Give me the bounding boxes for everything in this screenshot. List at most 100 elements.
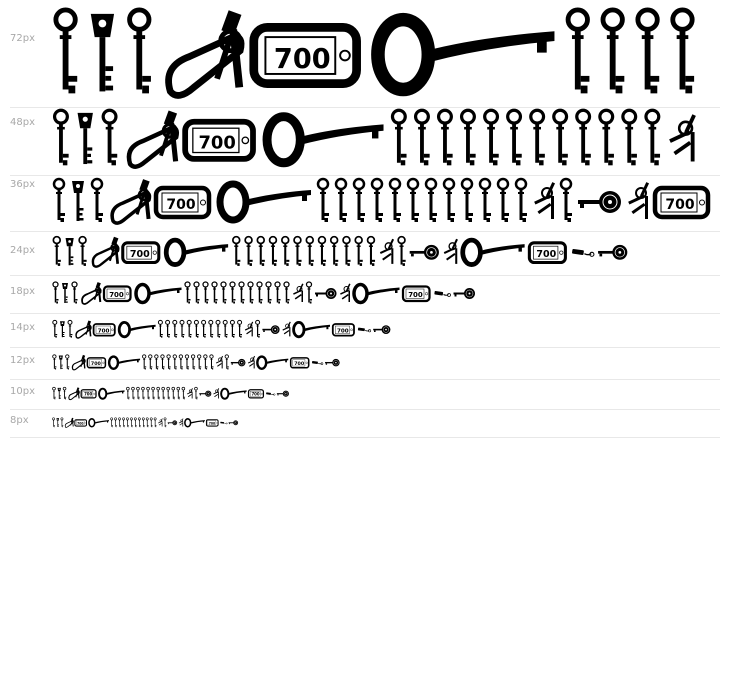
skeleton-key-glyph <box>209 354 214 370</box>
skeleton-key-glyph <box>148 354 153 370</box>
key-tag-glyph: 700 <box>182 118 256 162</box>
skeleton-key-glyph <box>305 281 313 304</box>
skeleton-key-glyph <box>229 319 235 338</box>
skeleton-key-glyph <box>575 108 592 166</box>
padlock-key-glyph <box>60 321 65 338</box>
skeleton-key-glyph <box>71 281 78 304</box>
size-label: 48px <box>10 117 35 128</box>
skeleton-key-glyph <box>65 354 70 370</box>
skeleton-key-glyph <box>157 319 163 338</box>
skeleton-key-glyph <box>274 281 281 304</box>
skeleton-key-glyph <box>483 108 500 166</box>
key-bunch-glyph <box>244 321 254 337</box>
large-key-glyph <box>134 282 182 305</box>
skeleton-key-glyph <box>598 108 615 166</box>
key-chain-glyph <box>266 392 276 396</box>
padlock-key-glyph <box>77 112 93 165</box>
glyph-strip: 700 700 <box>50 275 720 313</box>
skeleton-key-glyph <box>90 177 104 222</box>
carabiner-keyring-glyph <box>110 179 152 225</box>
skeleton-key-glyph <box>244 235 253 266</box>
ornate-key-glyph <box>199 390 212 397</box>
ornate-key-glyph <box>373 325 391 334</box>
large-key-glyph <box>292 321 330 339</box>
ornate-key-glyph <box>409 244 439 260</box>
svg-text:700: 700 <box>337 328 349 334</box>
skeleton-key-glyph <box>316 177 330 222</box>
skeleton-key-glyph <box>142 354 147 370</box>
waterfall-row-48px: 48px 700 <box>10 107 720 176</box>
skeleton-key-glyph <box>334 177 348 222</box>
carabiner-keyring-glyph <box>68 387 80 401</box>
skeleton-key-glyph <box>565 7 590 94</box>
svg-text:700: 700 <box>536 249 556 260</box>
glyph-svg: 700 <box>53 7 695 99</box>
ornate-key-glyph <box>598 244 628 260</box>
skeleton-key-glyph <box>181 386 186 400</box>
large-key-glyph <box>220 387 247 400</box>
key-chain-glyph <box>434 291 451 297</box>
large-key-glyph <box>262 112 384 168</box>
skeleton-key-glyph <box>176 386 181 400</box>
skeleton-key-glyph <box>224 354 229 370</box>
large-key-glyph <box>184 418 205 428</box>
skeleton-key-glyph <box>171 386 176 400</box>
svg-text:700: 700 <box>408 291 423 299</box>
ornate-key-glyph <box>325 358 340 367</box>
skeleton-key-glyph <box>552 108 569 166</box>
skeleton-key-glyph <box>193 319 199 338</box>
skeleton-key-glyph <box>67 319 73 338</box>
key-bunch-glyph <box>282 321 291 337</box>
skeleton-key-glyph <box>178 354 184 370</box>
skeleton-key-glyph <box>529 108 546 166</box>
skeleton-key-glyph <box>442 177 456 222</box>
skeleton-key-glyph <box>156 386 160 400</box>
skeleton-key-glyph <box>670 7 695 94</box>
key-tag-glyph: 700 <box>92 323 116 337</box>
glyph-svg: 700 700 <box>52 281 475 305</box>
key-chain-glyph <box>312 360 324 365</box>
carabiner-keyring-glyph <box>75 320 92 339</box>
skeleton-key-glyph <box>215 319 221 338</box>
key-bunch-glyph <box>158 418 163 427</box>
padlock-key-glyph <box>57 387 61 400</box>
svg-text:700: 700 <box>109 291 124 299</box>
large-key-glyph <box>371 12 555 97</box>
size-label: 18px <box>10 286 35 297</box>
key-tag-glyph: 700 <box>205 419 219 427</box>
skeleton-key-glyph <box>149 417 153 428</box>
ornate-key-glyph <box>262 325 280 334</box>
skeleton-key-glyph <box>600 7 625 94</box>
skeleton-key-glyph <box>621 108 638 166</box>
skeleton-key-glyph <box>232 235 241 266</box>
skeleton-key-glyph <box>160 354 165 370</box>
skeleton-key-glyph <box>256 235 266 266</box>
skeleton-key-glyph <box>141 386 145 400</box>
svg-text:700: 700 <box>294 361 305 367</box>
skeleton-key-glyph <box>126 386 130 400</box>
size-label: 36px <box>10 179 35 190</box>
skeleton-key-glyph <box>130 417 133 428</box>
skeleton-key-glyph <box>52 281 59 304</box>
skeleton-key-glyph <box>342 235 351 266</box>
skeleton-key-glyph <box>193 281 200 304</box>
skeleton-key-glyph <box>222 319 228 338</box>
skeleton-key-glyph <box>436 108 453 166</box>
size-label: 8px <box>10 415 29 426</box>
skeleton-key-glyph <box>52 319 58 338</box>
skeleton-key-glyph <box>317 235 327 266</box>
skeleton-key-glyph <box>283 281 290 304</box>
ornate-key-glyph <box>453 288 475 299</box>
key-tag-glyph: 700 <box>331 323 355 337</box>
skeleton-key-glyph <box>153 417 157 428</box>
waterfall-row-18px: 18px 700 700 <box>10 275 720 314</box>
skeleton-key-glyph <box>255 319 261 338</box>
skeleton-key-glyph <box>166 354 171 370</box>
skeleton-key-glyph <box>229 281 236 304</box>
svg-text:700: 700 <box>198 133 235 154</box>
